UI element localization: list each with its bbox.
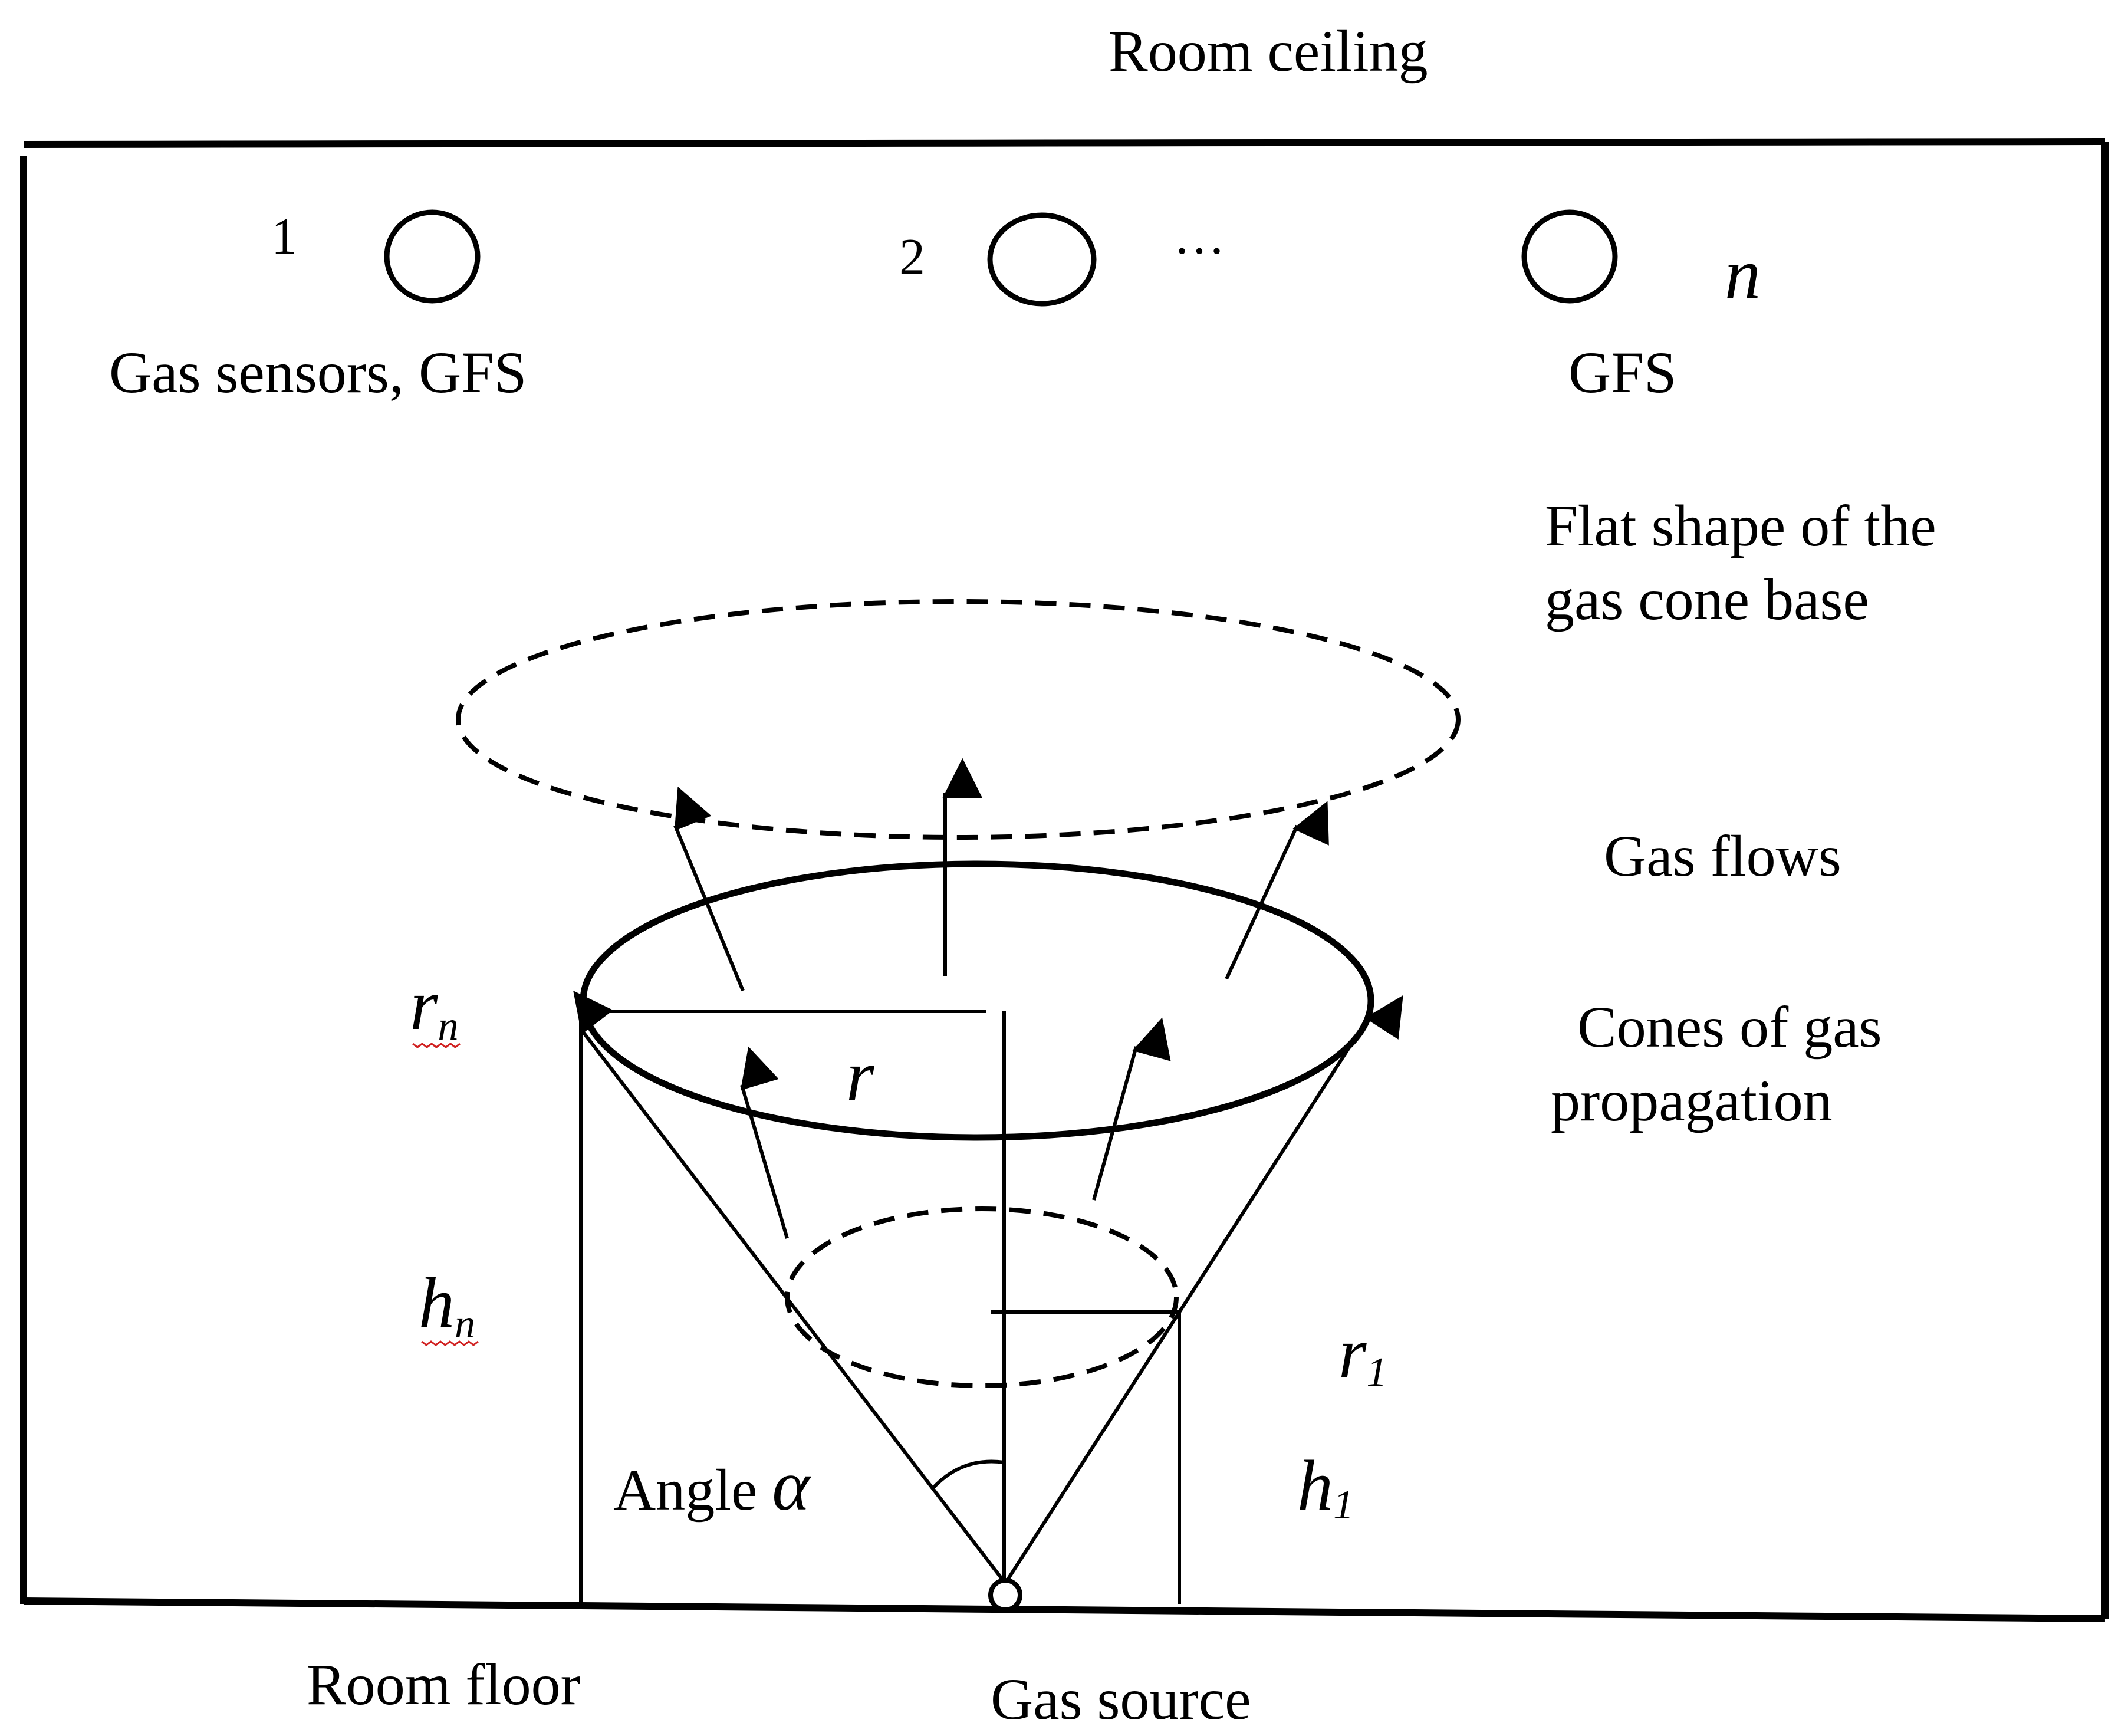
symbol-r: r	[846, 1036, 874, 1116]
angle-alpha-arc	[930, 1459, 1005, 1491]
sensor-n-circle	[1521, 209, 1618, 304]
symbol-h-n: hn	[419, 1263, 475, 1347]
gas-flow-arrow-right	[1225, 801, 1329, 980]
flat-cone-base-ellipse	[456, 599, 1461, 840]
cone-left-side-arrow	[573, 991, 1007, 1584]
sensor-n-label: n	[1725, 234, 1761, 314]
flat-shape-label-line1: Flat shape of the	[1545, 493, 1936, 558]
cones-label-line2: propagation	[1551, 1068, 1833, 1133]
flat-shape-label-line2: gas cone base	[1545, 567, 1869, 632]
sensor-2-label: 2	[899, 229, 925, 286]
gas-flows-label: Gas flows	[1604, 823, 1841, 889]
sensor-1-label: 1	[271, 208, 297, 265]
gas-flow-arrow-inner-right	[1092, 1017, 1171, 1201]
sensor-2-circle	[987, 212, 1097, 307]
room-ceiling-edge	[23, 138, 2106, 148]
gas-source-label: Gas source	[991, 1666, 1251, 1732]
symbol-r-1: r1	[1338, 1313, 1387, 1395]
room-ceiling-label: Room ceiling	[1109, 18, 1428, 84]
room-floor-label: Room floor	[307, 1652, 580, 1717]
gas-flow-arrow-left	[673, 786, 745, 992]
gas-sensors-label: Gas sensors, GFS	[109, 340, 527, 405]
symbol-h-1: h1	[1297, 1446, 1354, 1528]
spellcheck-underline-rn	[412, 1043, 461, 1048]
spellcheck-underline-hn	[421, 1340, 479, 1346]
sensor-1-circle	[384, 209, 481, 304]
room-floor-edge	[23, 1597, 2106, 1622]
sensor-ellipsis: …	[1173, 208, 1225, 265]
gas-source-marker	[988, 1578, 1022, 1612]
gas-flow-arrow-inner-left	[740, 1046, 789, 1239]
gfs-label: GFS	[1568, 340, 1676, 405]
inner-cone-ellipse	[785, 1206, 1179, 1388]
cone-top-ellipse	[580, 860, 1374, 1141]
symbol-r-n: rn	[410, 965, 458, 1049]
cones-label-line1: Cones of gas	[1577, 994, 1882, 1060]
cone-right-side-arrow	[1004, 995, 1403, 1584]
